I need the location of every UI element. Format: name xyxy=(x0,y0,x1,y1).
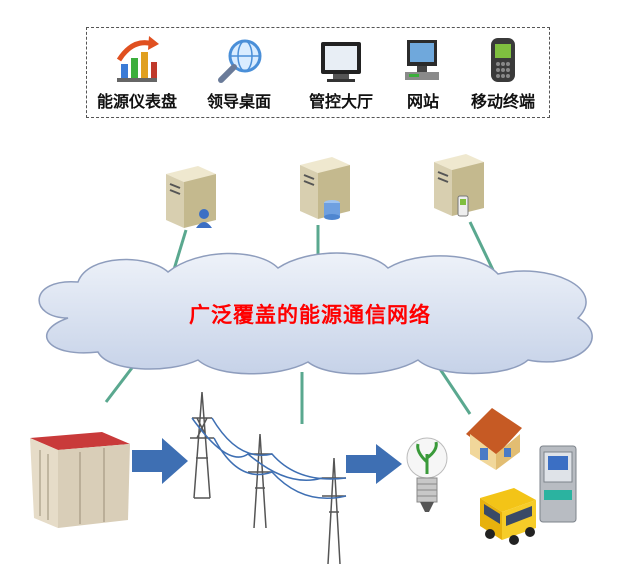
transmission-tower-icon xyxy=(190,391,347,565)
user-server-icon xyxy=(160,162,222,234)
house-icon xyxy=(466,408,522,470)
mobile-phone-icon xyxy=(479,34,527,86)
search-globe-icon xyxy=(215,34,263,86)
app-leader-desktop[interactable]: 领导桌面 xyxy=(197,34,281,112)
monitor-icon xyxy=(317,34,365,86)
network-title: 广泛覆盖的能源通信网络 xyxy=(189,303,431,327)
app-label: 能源仪表盘 xyxy=(96,92,177,111)
mobile-server-icon xyxy=(428,150,490,222)
app-website[interactable]: 网站 xyxy=(381,34,465,112)
app-label: 领导桌面 xyxy=(206,92,271,111)
arrow-right-icon xyxy=(132,438,188,484)
application-panel: 能源仪表盘 领导桌面 管控大厅 xyxy=(86,27,550,118)
network-cloud xyxy=(38,252,593,375)
app-control-hall[interactable]: 管控大厅 xyxy=(299,34,383,112)
charging-station-icon xyxy=(539,445,577,523)
bus-icon xyxy=(480,488,536,545)
dashboard-chart-icon xyxy=(113,34,161,86)
app-label: 管控大厅 xyxy=(308,92,373,111)
app-mobile-terminal[interactable]: 移动终端 xyxy=(461,34,545,112)
arrow-right-icon xyxy=(346,444,402,484)
database-server-icon xyxy=(294,153,356,225)
substation-icon xyxy=(30,420,130,530)
app-energy-dashboard[interactable]: 能源仪表盘 xyxy=(95,34,179,112)
app-label: 网站 xyxy=(406,92,439,111)
desktop-computer-icon xyxy=(399,34,447,86)
app-label: 移动终端 xyxy=(470,92,535,111)
light-bulb-icon xyxy=(406,437,448,512)
